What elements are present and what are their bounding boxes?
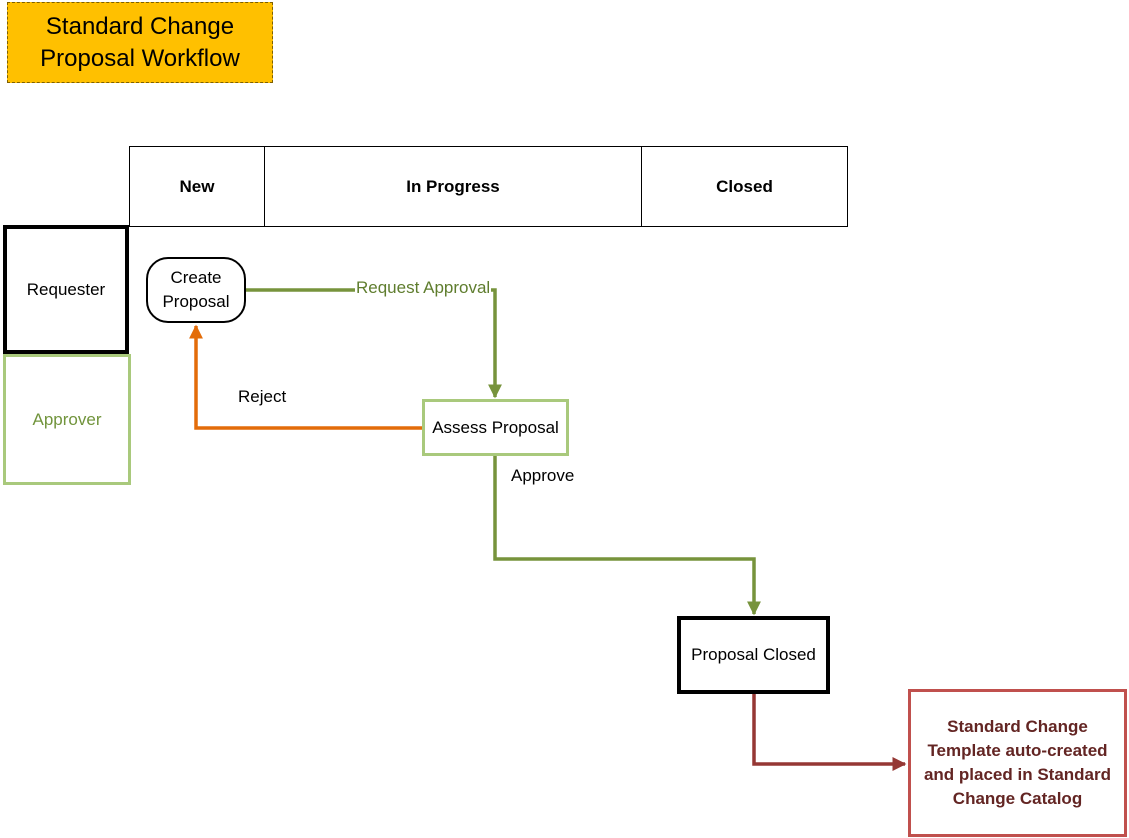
lane-approver-label: Approver xyxy=(32,409,102,429)
connector-approve xyxy=(493,456,761,616)
node-standard-change-template-label: Standard Change Template auto-created an… xyxy=(923,717,1112,808)
node-proposal-closed-label: Proposal Closed xyxy=(691,645,816,664)
connector-template xyxy=(752,694,907,771)
diagram-title: Standard Change Proposal Workflow xyxy=(7,2,273,83)
connector-request-approval xyxy=(246,288,502,399)
phase-in-progress-label: In Progress xyxy=(406,176,500,196)
edge-label-approve: Approve xyxy=(511,466,575,485)
diagram-title-text: Standard Change Proposal Workflow xyxy=(40,12,240,72)
phase-in-progress: In Progress xyxy=(264,146,642,227)
lane-requester-label: Requester xyxy=(26,279,106,299)
phase-new-label: New xyxy=(179,176,215,196)
phase-closed: Closed xyxy=(641,146,848,227)
node-assess-proposal: Assess Proposal xyxy=(422,399,569,456)
node-create-proposal: Create Proposal xyxy=(146,257,246,323)
node-create-proposal-label: Create Proposal xyxy=(162,268,230,311)
node-assess-proposal-label: Assess Proposal xyxy=(432,417,559,437)
node-proposal-closed: Proposal Closed xyxy=(677,616,830,694)
edge-label-reject: Reject xyxy=(238,387,287,406)
edge-label-request-approval: Request Approval xyxy=(355,278,492,298)
phase-closed-label: Closed xyxy=(716,176,773,196)
lane-requester: Requester xyxy=(3,225,129,354)
lane-approver: Approver xyxy=(3,354,131,485)
node-standard-change-template: Standard Change Template auto-created an… xyxy=(908,689,1127,837)
connector-reject xyxy=(189,324,422,430)
